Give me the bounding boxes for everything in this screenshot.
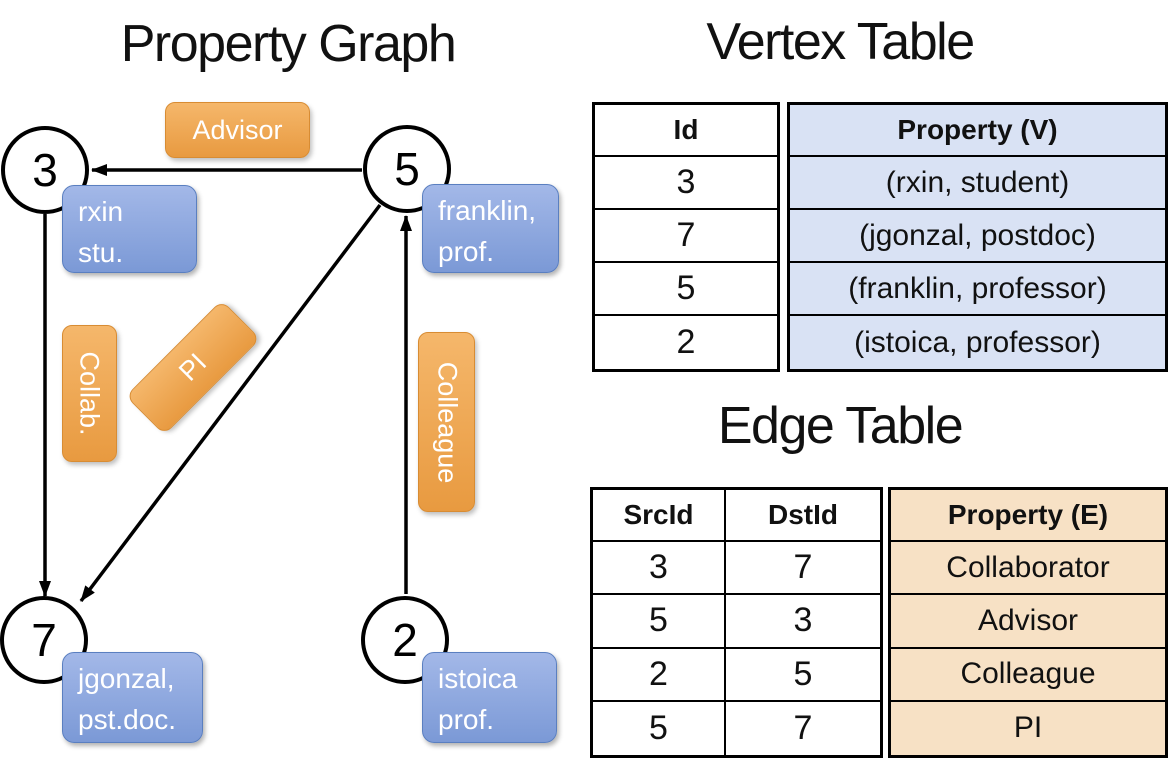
table-cell: (istoica, professor): [854, 325, 1101, 359]
table-cell: 7: [793, 708, 813, 747]
vertex-card-istoica: istoica prof.: [422, 652, 557, 743]
node-id: 7: [31, 614, 57, 666]
vertex-table-id-column: Id 3 7 5 2: [592, 102, 780, 372]
edge-label-advisor: Advisor: [165, 102, 310, 158]
table-cell: Colleague: [891, 649, 1165, 702]
vertex-card-jgonzal: jgonzal, pst.doc.: [62, 652, 203, 743]
node-id: 3: [32, 144, 58, 196]
table-cell: 7: [595, 210, 777, 263]
vertex-card-rxin: rxin stu.: [62, 185, 197, 273]
vertex-table-title: Vertex Table: [706, 13, 975, 71]
vertex-card-franklin: franklin, prof.: [422, 184, 559, 273]
table-cell: 5: [593, 701, 726, 755]
header-cell-dstid: DstId: [726, 490, 880, 542]
table-cell: 5: [595, 263, 777, 316]
table-cell: 5: [726, 649, 880, 702]
edge-table-property-column: Property (E) Collaborator Advisor Collea…: [888, 487, 1168, 758]
vertex-table-property-column: Property (V) (rxin, student) (jgonzal, p…: [787, 102, 1168, 372]
table-cell: 3: [726, 595, 880, 649]
edge-table-id-columns: SrcId DstId 3 7 5 3 2 5 5 7: [590, 487, 883, 758]
table-cell: (rxin, student): [790, 157, 1165, 210]
edge-line-5-to-7: [79, 203, 382, 603]
table-cell: 5: [593, 595, 726, 649]
graph-edges: [39, 164, 412, 603]
table-cell: 3: [595, 157, 777, 210]
property-graph-title: Property Graph: [120, 15, 457, 73]
edge-label-colleague: Colleague: [418, 332, 475, 512]
table-cell: PI: [1013, 711, 1043, 745]
table-cell: 2: [676, 323, 696, 361]
edge-table-title: Edge Table: [717, 397, 964, 455]
header-cell-property-e: Property (E): [891, 490, 1165, 542]
node-id: 2: [392, 614, 418, 666]
table-cell: Advisor: [891, 595, 1165, 649]
node-id: 5: [394, 143, 420, 195]
graph-node-2: 2: [361, 596, 449, 684]
table-cell: 7: [726, 542, 880, 596]
table-cell: (franklin, professor): [790, 263, 1165, 316]
table-cell: Collaborator: [891, 542, 1165, 596]
table-cell: 2: [593, 648, 726, 702]
header-cell-id: Id: [595, 105, 777, 157]
header-cell-property-v: Property (V): [790, 105, 1165, 157]
table-cell: 3: [593, 542, 726, 596]
table-cell: (jgonzal, postdoc): [790, 210, 1165, 263]
header-cell-srcid: SrcId: [593, 490, 726, 542]
edge-label-collab: Collab.: [62, 325, 117, 462]
